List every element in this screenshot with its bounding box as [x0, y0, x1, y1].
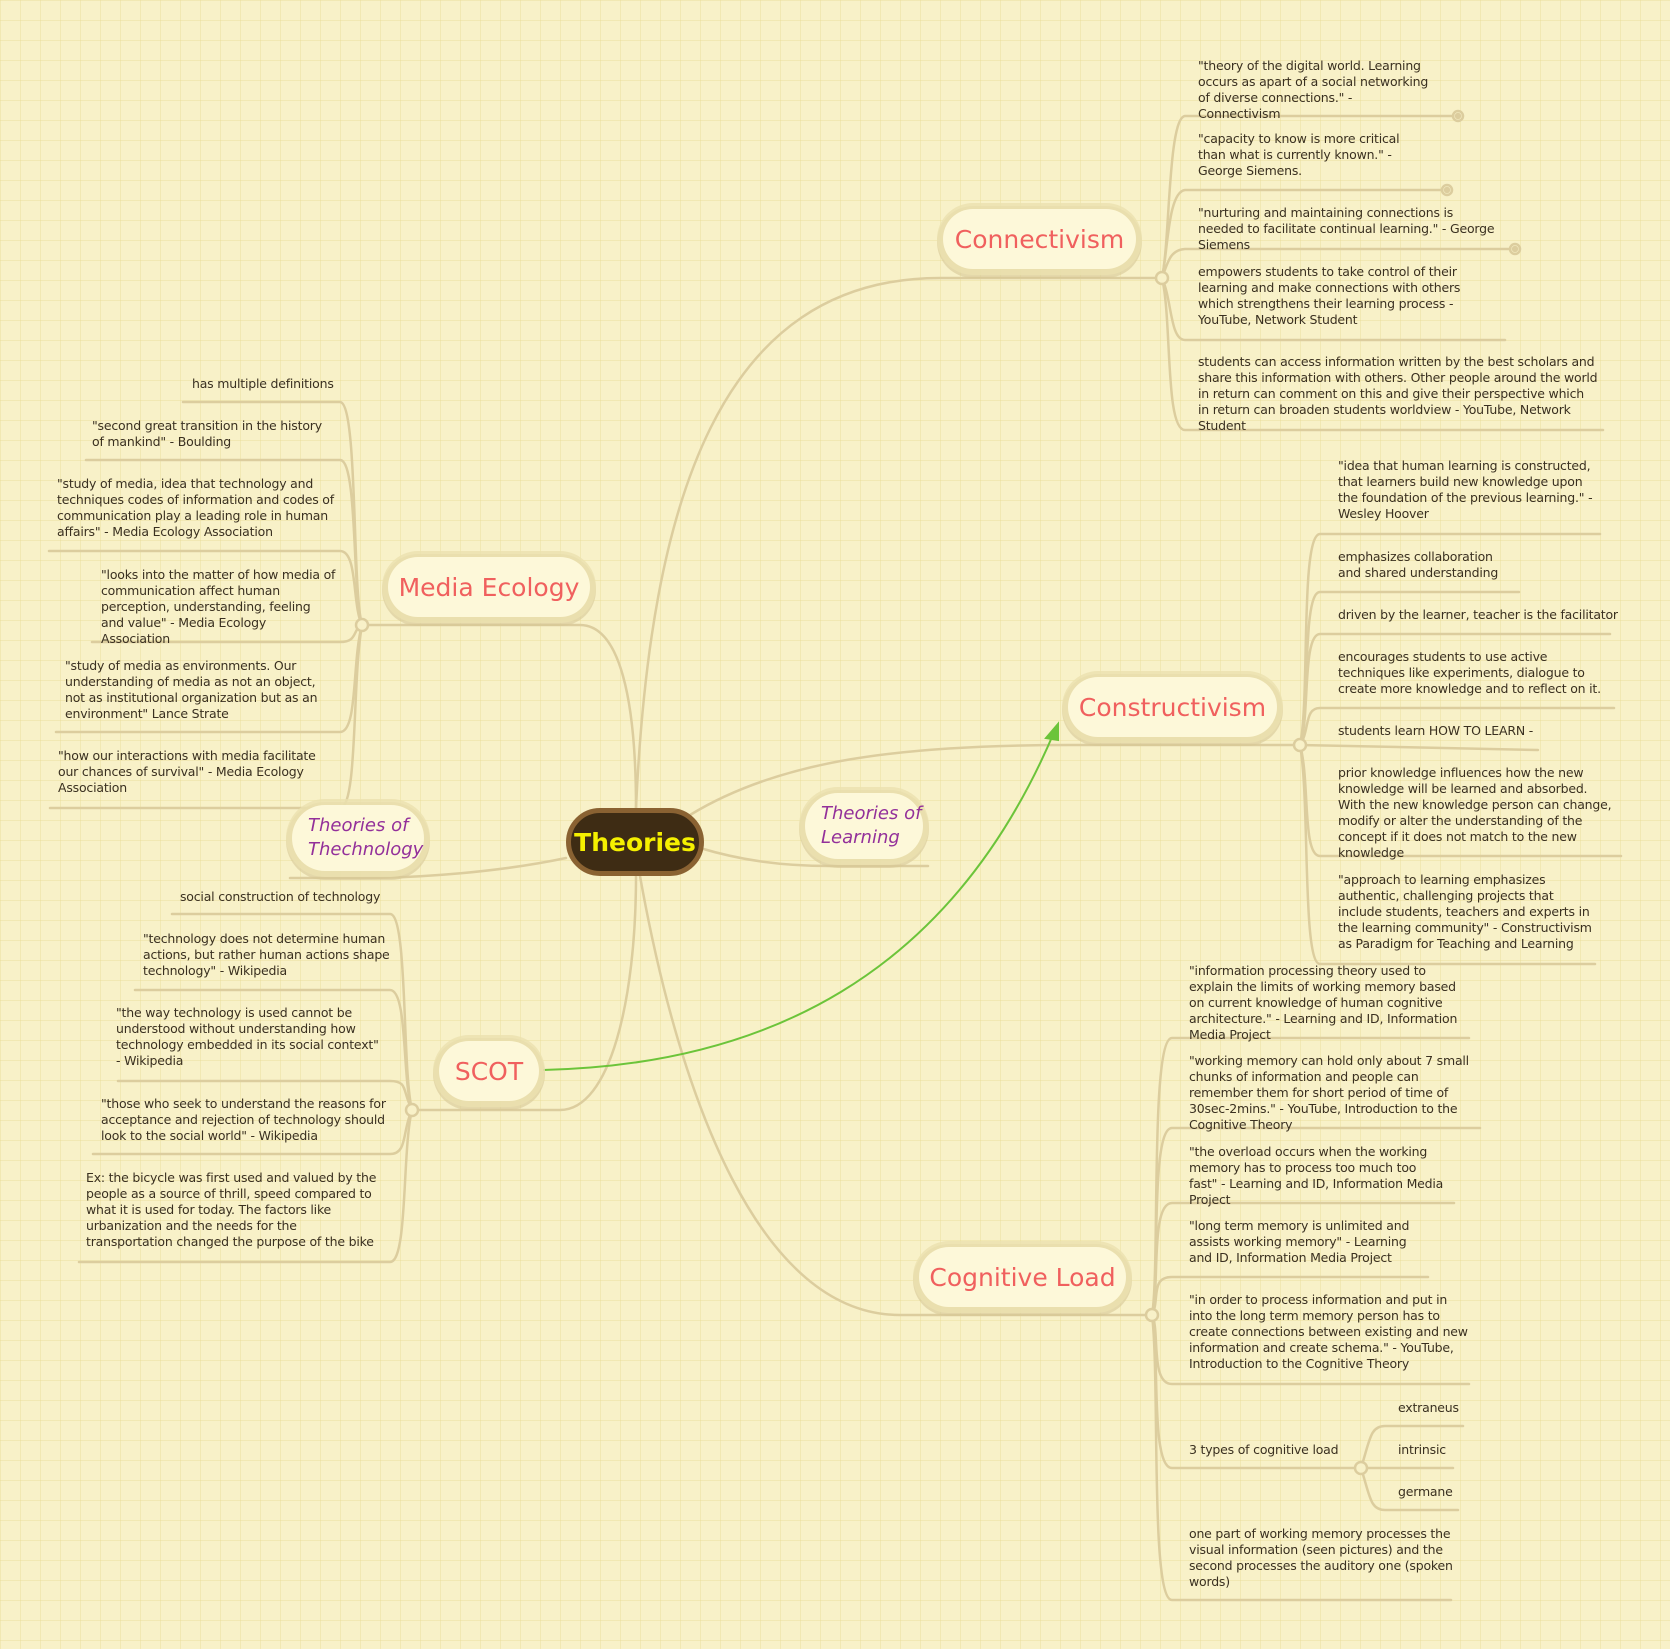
- scot-note[interactable]: "technology does not determine human act…: [143, 931, 390, 978]
- topic-label: Constructivism: [1078, 692, 1267, 722]
- cognitive-load-note[interactable]: "the overload occurs when the working me…: [1189, 1144, 1444, 1207]
- constructivism-note[interactable]: prior knowledge influences how the new k…: [1338, 765, 1612, 860]
- topic-connectivism[interactable]: Connectivism: [943, 209, 1136, 269]
- scot-note[interactable]: "those who seek to understand the reason…: [101, 1096, 386, 1143]
- central-topic[interactable]: Theories: [566, 808, 704, 876]
- connectivism-note[interactable]: empowers students to take control of the…: [1198, 264, 1461, 327]
- media-ecology-note[interactable]: "looks into the matter of how media of c…: [101, 567, 336, 646]
- constructivism-note[interactable]: encourages students to use active techni…: [1338, 649, 1601, 696]
- constructivism-note[interactable]: emphasizes collaboration and shared unde…: [1338, 549, 1499, 580]
- cognitive-load-note[interactable]: "working memory can hold only about 7 sm…: [1189, 1053, 1469, 1132]
- cognitive-load-note[interactable]: "long term memory is unlimited and assis…: [1189, 1218, 1410, 1265]
- constructivism-note[interactable]: "idea that human learning is constructed…: [1338, 458, 1593, 521]
- connectivism-note[interactable]: students can access information written …: [1198, 354, 1598, 433]
- media-ecology-note[interactable]: "study of media as environments. Our und…: [65, 658, 318, 721]
- connectivism-note[interactable]: "nurturing and maintaining connections i…: [1198, 205, 1495, 252]
- central-topic-label: Theories: [574, 827, 696, 857]
- topic-label: Theories of Learning: [821, 803, 922, 848]
- cognitive-load-type[interactable]: extraneus: [1398, 1400, 1459, 1415]
- constructivism-note[interactable]: students learn HOW TO LEARN -: [1338, 723, 1534, 738]
- cognitive-load-note[interactable]: 3 types of cognitive load: [1189, 1442, 1339, 1457]
- cognitive-load-note[interactable]: "information processing theory used to e…: [1189, 963, 1458, 1042]
- connectivism-note[interactable]: "capacity to know is more critical than …: [1198, 131, 1400, 178]
- media-ecology-note[interactable]: has multiple definitions: [192, 376, 334, 391]
- cognitive-load-type[interactable]: intrinsic: [1398, 1442, 1446, 1457]
- scot-note[interactable]: Ex: the bicycle was first used and value…: [86, 1170, 377, 1249]
- topic-constructivism[interactable]: Constructivism: [1068, 677, 1277, 737]
- scot-note[interactable]: social construction of technology: [180, 889, 381, 904]
- topic-label: Connectivism: [954, 224, 1125, 254]
- constructivism-note[interactable]: driven by the learner, teacher is the fa…: [1338, 607, 1618, 622]
- scot-note[interactable]: "the way technology is used cannot be un…: [116, 1005, 379, 1068]
- media-ecology-note[interactable]: "second great transition in the history …: [92, 418, 322, 449]
- topic-label: SCOT: [454, 1056, 524, 1086]
- topic-scot[interactable]: SCOT: [439, 1041, 539, 1101]
- cognitive-load-note[interactable]: one part of working memory processes the…: [1189, 1526, 1453, 1589]
- topic-theories-of-learning[interactable]: Theories of Learning: [805, 793, 923, 859]
- media-ecology-note[interactable]: "how our interactions with media facilit…: [58, 748, 316, 795]
- media-ecology-note[interactable]: "study of media, idea that technology an…: [57, 476, 334, 539]
- connectivism-note[interactable]: "theory of the digital world. Learning o…: [1198, 58, 1429, 121]
- topic-theories-of-technology[interactable]: Theories of Thechnology: [292, 805, 424, 871]
- topic-label: Media Ecology: [398, 572, 580, 602]
- topic-label: Theories of Thechnology: [308, 815, 424, 860]
- cognitive-load-type[interactable]: germane: [1398, 1484, 1453, 1499]
- cognitive-load-note[interactable]: "in order to process information and put…: [1189, 1292, 1468, 1371]
- constructivism-note[interactable]: "approach to learning emphasizes authent…: [1338, 872, 1592, 951]
- topic-media-ecology[interactable]: Media Ecology: [388, 557, 590, 617]
- topic-label: Cognitive Load: [929, 1262, 1116, 1292]
- topic-cognitive-load[interactable]: Cognitive Load: [919, 1247, 1126, 1307]
